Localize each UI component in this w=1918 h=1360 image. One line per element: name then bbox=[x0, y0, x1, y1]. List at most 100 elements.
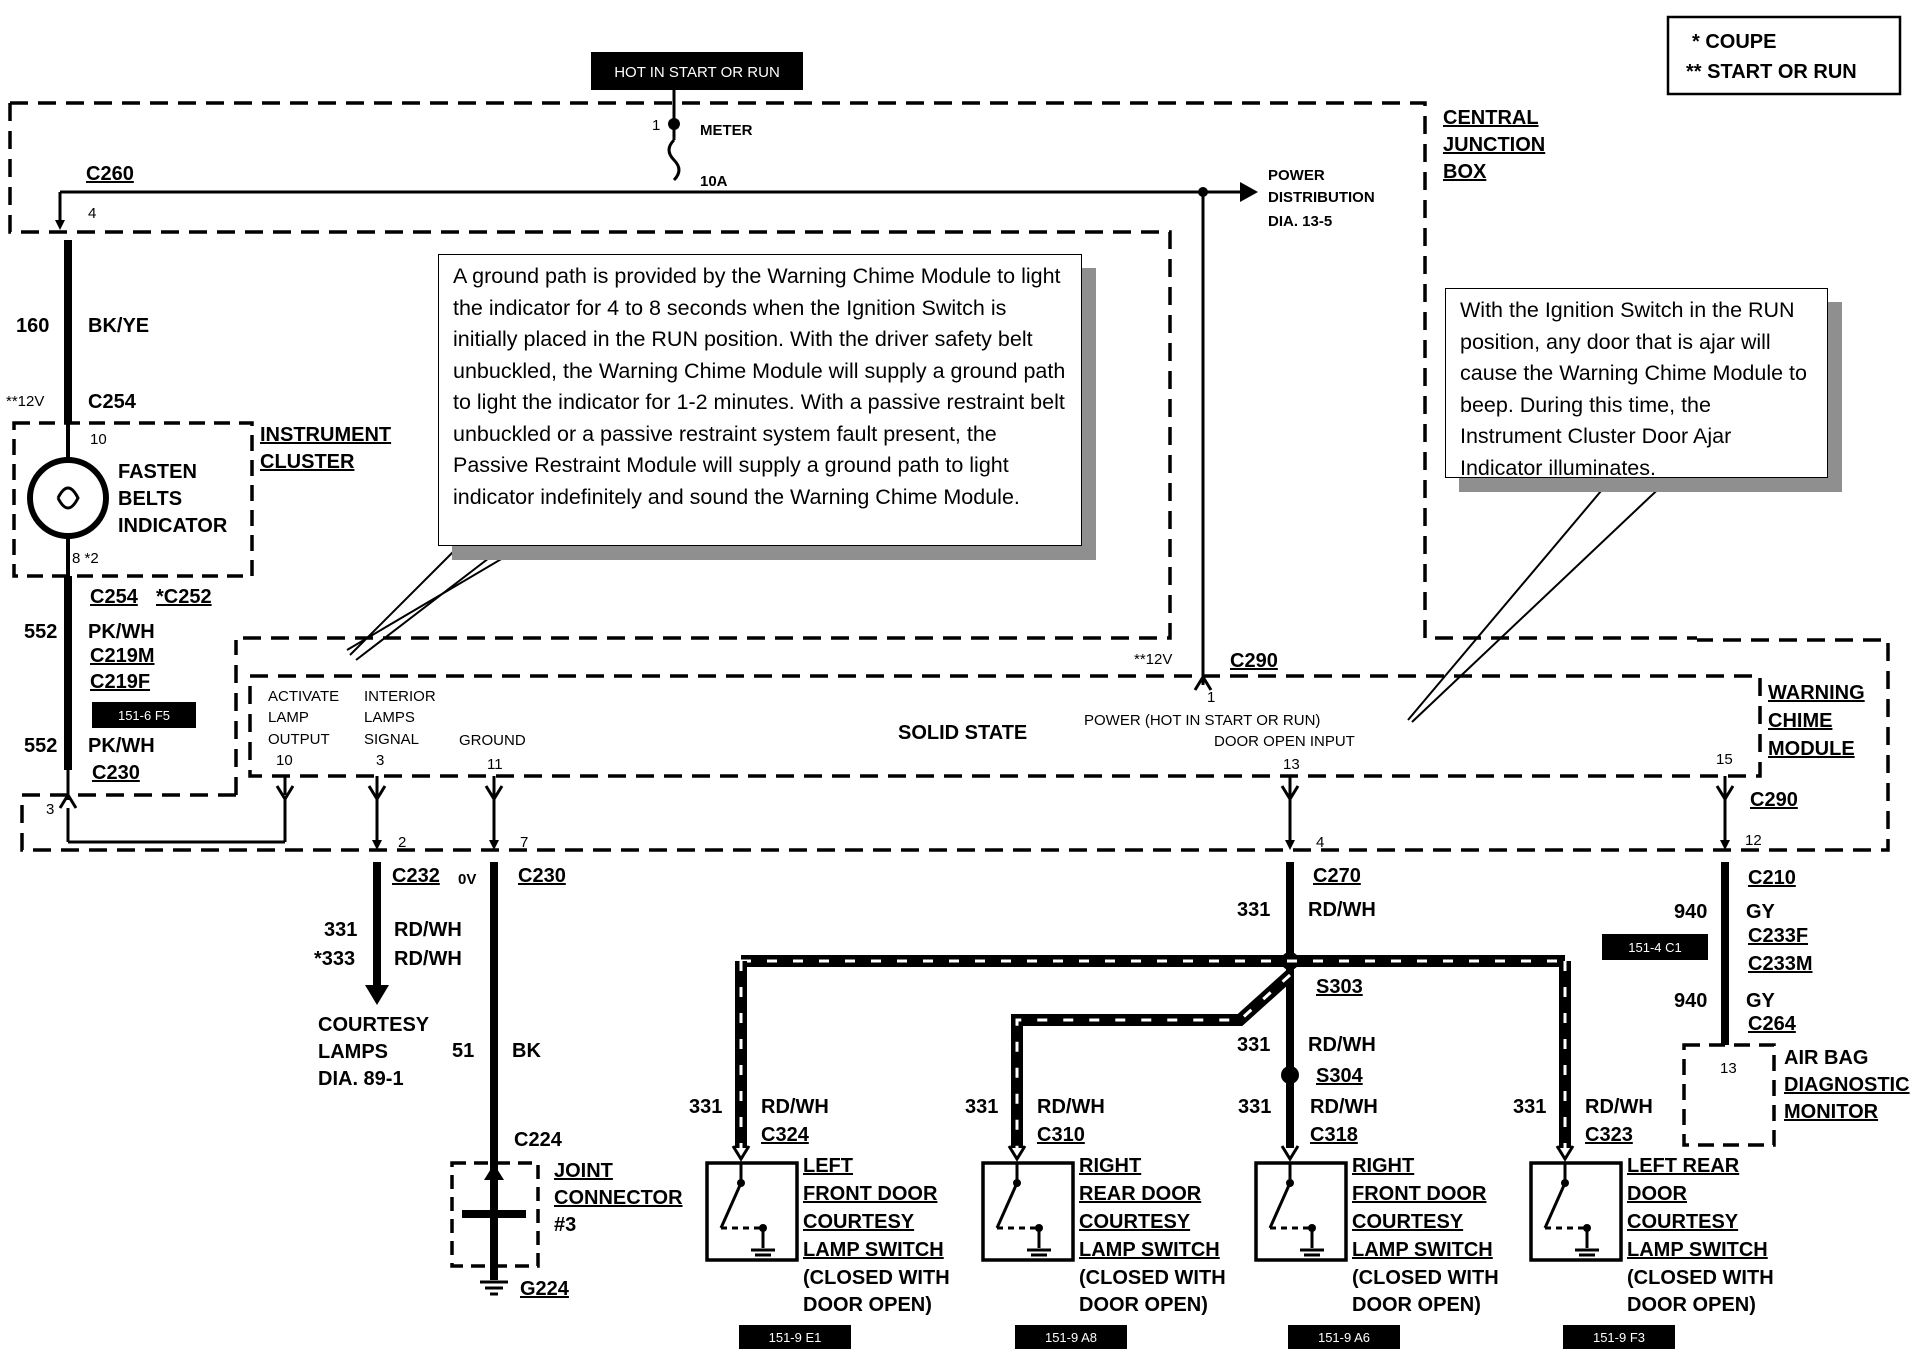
switch-name: FRONT DOOR bbox=[803, 1183, 938, 1205]
courtesy-lamps-arrow bbox=[365, 985, 389, 1005]
instrument-cluster-label: INSTRUMENT bbox=[260, 424, 391, 446]
cjb-label: CENTRAL bbox=[1443, 107, 1539, 129]
svg-text:940: 940 bbox=[1674, 990, 1707, 1012]
g224: G224 bbox=[520, 1278, 570, 1300]
solid-state-box bbox=[248, 674, 1762, 778]
switch-color: RD/WH bbox=[1310, 1096, 1378, 1118]
svg-text:4: 4 bbox=[88, 205, 96, 222]
ref-label: 151-9 A6 bbox=[1318, 1330, 1370, 1345]
svg-text:LAMPS: LAMPS bbox=[364, 709, 415, 726]
switch-blade bbox=[719, 1182, 743, 1229]
switch-name: COURTESY bbox=[1627, 1211, 1739, 1233]
c254-top: C254 bbox=[88, 391, 137, 413]
svg-text:OUTPUT: OUTPUT bbox=[268, 731, 330, 748]
svg-text:331: 331 bbox=[324, 919, 357, 941]
svg-text:DISTRIBUTION: DISTRIBUTION bbox=[1268, 189, 1375, 206]
fuse-rating: 10A bbox=[700, 173, 728, 190]
ground-pin-label: GROUND bbox=[459, 732, 526, 749]
central-junction-box-outline bbox=[10, 101, 1697, 640]
c230-left: C230 bbox=[92, 762, 140, 784]
legend-coupe: * COUPE bbox=[1692, 31, 1776, 53]
switch-name: LEFT bbox=[803, 1155, 853, 1177]
switch-blade bbox=[995, 1182, 1019, 1229]
ref-151-6f5-box bbox=[92, 702, 196, 728]
airbag-monitor-box bbox=[1682, 1043, 1776, 1147]
hot-in-start-run-box bbox=[591, 52, 803, 90]
svg-text:LAMP: LAMP bbox=[268, 709, 309, 726]
color-bkye: BK/YE bbox=[88, 315, 149, 337]
svg-text:331: 331 bbox=[1237, 1034, 1270, 1056]
switch-color: RD/WH bbox=[1585, 1096, 1653, 1118]
switch-name: DOOR bbox=[1627, 1183, 1688, 1205]
switch-note: (CLOSED WITH bbox=[1627, 1267, 1774, 1289]
svg-text:1: 1 bbox=[652, 117, 660, 134]
switch-circuit: 331 bbox=[689, 1096, 722, 1118]
svg-text:RD/WH: RD/WH bbox=[1308, 899, 1376, 921]
switch-note: DOOR OPEN) bbox=[803, 1294, 932, 1316]
door-bus-harness bbox=[735, 955, 1571, 1148]
fasten-belts-lamp-icon bbox=[27, 457, 109, 539]
switch-note: DOOR OPEN) bbox=[1627, 1294, 1756, 1316]
s304-label: S304 bbox=[1316, 1065, 1364, 1087]
svg-text:331: 331 bbox=[1237, 899, 1270, 921]
svg-text:15: 15 bbox=[1716, 751, 1733, 768]
svg-text:**12V: **12V bbox=[6, 393, 44, 410]
switch-connector: C310 bbox=[1037, 1124, 1085, 1146]
c252: *C252 bbox=[156, 586, 212, 608]
color-pkwh-b: PK/WH bbox=[88, 735, 155, 757]
c264: C264 bbox=[1748, 1013, 1797, 1035]
c290-airbag: C290 bbox=[1750, 789, 1798, 811]
activate-lamp-output-label: ACTIVATE bbox=[268, 688, 339, 705]
switch-name: LAMP SWITCH bbox=[1079, 1239, 1220, 1261]
c233f: C233F bbox=[1748, 925, 1808, 947]
svg-text:DIA. 13-5: DIA. 13-5 bbox=[1268, 213, 1332, 230]
circuit-160: 160 bbox=[16, 315, 49, 337]
connector-arrow bbox=[1280, 1145, 1300, 1162]
switch-circuit: 331 bbox=[965, 1096, 998, 1118]
switch-name: COURTESY bbox=[1352, 1211, 1464, 1233]
switch-name: LAMP SWITCH bbox=[803, 1239, 944, 1261]
interior-lamps-signal-label: INTERIOR bbox=[364, 688, 436, 705]
splice-s304 bbox=[1281, 1066, 1299, 1084]
c219f: C219F bbox=[90, 671, 150, 693]
switch-box bbox=[705, 1161, 799, 1262]
fuse-symbol bbox=[667, 138, 681, 182]
note-fasten-belts: A ground path is provided by the Warning… bbox=[438, 254, 1082, 546]
svg-text:151-4 C1: 151-4 C1 bbox=[1628, 940, 1681, 955]
airbag-monitor-label: AIR BAG bbox=[1784, 1047, 1868, 1069]
switch-name: RIGHT bbox=[1352, 1155, 1414, 1177]
svg-text:**12V: **12V bbox=[1134, 651, 1172, 668]
switch-color: RD/WH bbox=[1037, 1096, 1105, 1118]
switch-name: LEFT REAR bbox=[1627, 1155, 1740, 1177]
switch-color: RD/WH bbox=[761, 1096, 829, 1118]
switch-blade bbox=[1268, 1182, 1292, 1229]
svg-text:INDICATOR: INDICATOR bbox=[118, 515, 228, 537]
svg-text:*333: *333 bbox=[314, 948, 355, 970]
fuse-terminal bbox=[668, 118, 680, 130]
svg-text:3: 3 bbox=[376, 752, 384, 769]
svg-text:10: 10 bbox=[276, 752, 293, 769]
circuit-552-b: 552 bbox=[24, 735, 57, 757]
switch-name: FRONT DOOR bbox=[1352, 1183, 1487, 1205]
fasten-belts-indicator-label: FASTEN bbox=[118, 461, 197, 483]
switch-connector: C323 bbox=[1585, 1124, 1633, 1146]
svg-text:JUNCTION: JUNCTION bbox=[1443, 134, 1545, 156]
ref-box bbox=[1563, 1325, 1675, 1349]
svg-text:CLUSTER: CLUSTER bbox=[260, 451, 355, 473]
ref-box bbox=[739, 1325, 851, 1349]
ref-label: 151-9 F3 bbox=[1593, 1330, 1645, 1345]
svg-text:151-6 F5: 151-6 F5 bbox=[118, 708, 170, 723]
connector-arrow bbox=[1555, 1145, 1575, 1162]
ref-label: 151-9 E1 bbox=[769, 1330, 822, 1345]
legend-start-run: ** START OR RUN bbox=[1686, 61, 1857, 83]
svg-text:SIGNAL: SIGNAL bbox=[364, 731, 419, 748]
switch-blade bbox=[1543, 1182, 1567, 1229]
solid-state-label: SOLID STATE bbox=[898, 722, 1027, 744]
svg-text:MODULE: MODULE bbox=[1768, 738, 1855, 760]
switch-circuit: 331 bbox=[1238, 1096, 1271, 1118]
svg-text:13: 13 bbox=[1720, 1060, 1737, 1077]
ref-box bbox=[1288, 1325, 1400, 1349]
